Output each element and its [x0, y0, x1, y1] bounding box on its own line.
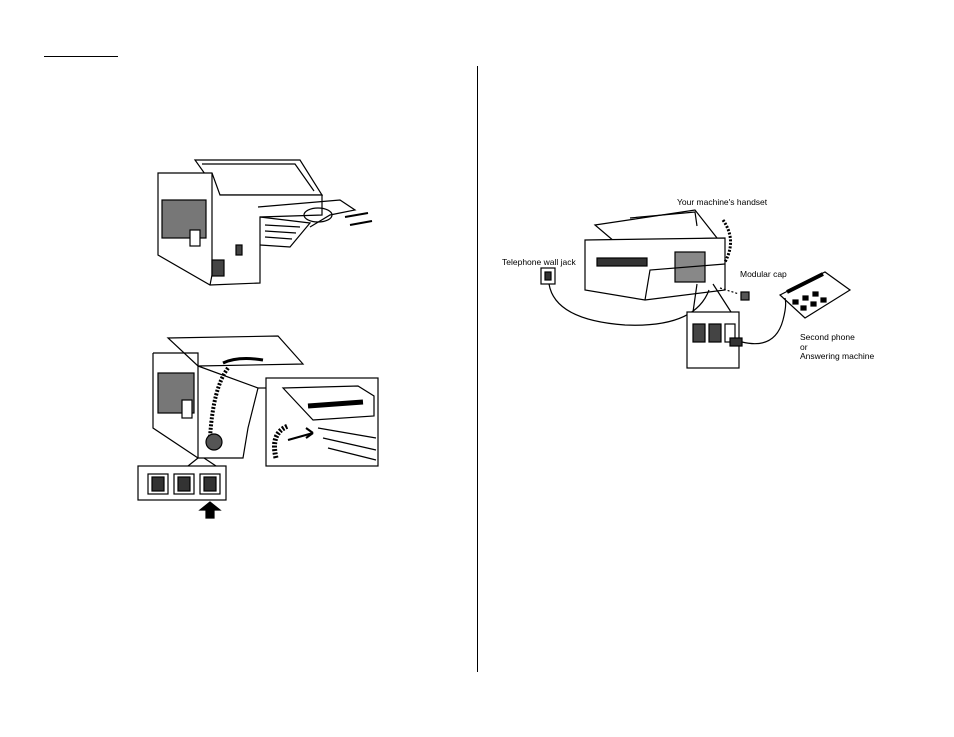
cradle-attachment-illustration [150, 155, 390, 290]
column-divider [477, 66, 478, 672]
handset-label: Your machine's handset [677, 197, 767, 207]
second-phone-label-line3: Answering machine [800, 351, 874, 361]
line-connection-illustration [525, 200, 865, 370]
modular-cap-label: Modular cap [740, 269, 787, 279]
wall-jack-label: Telephone wall jack [502, 257, 576, 267]
handset-cord-illustration [138, 328, 388, 523]
second-phone-label-line1: Second phone [800, 332, 855, 342]
header-rule [44, 56, 118, 57]
